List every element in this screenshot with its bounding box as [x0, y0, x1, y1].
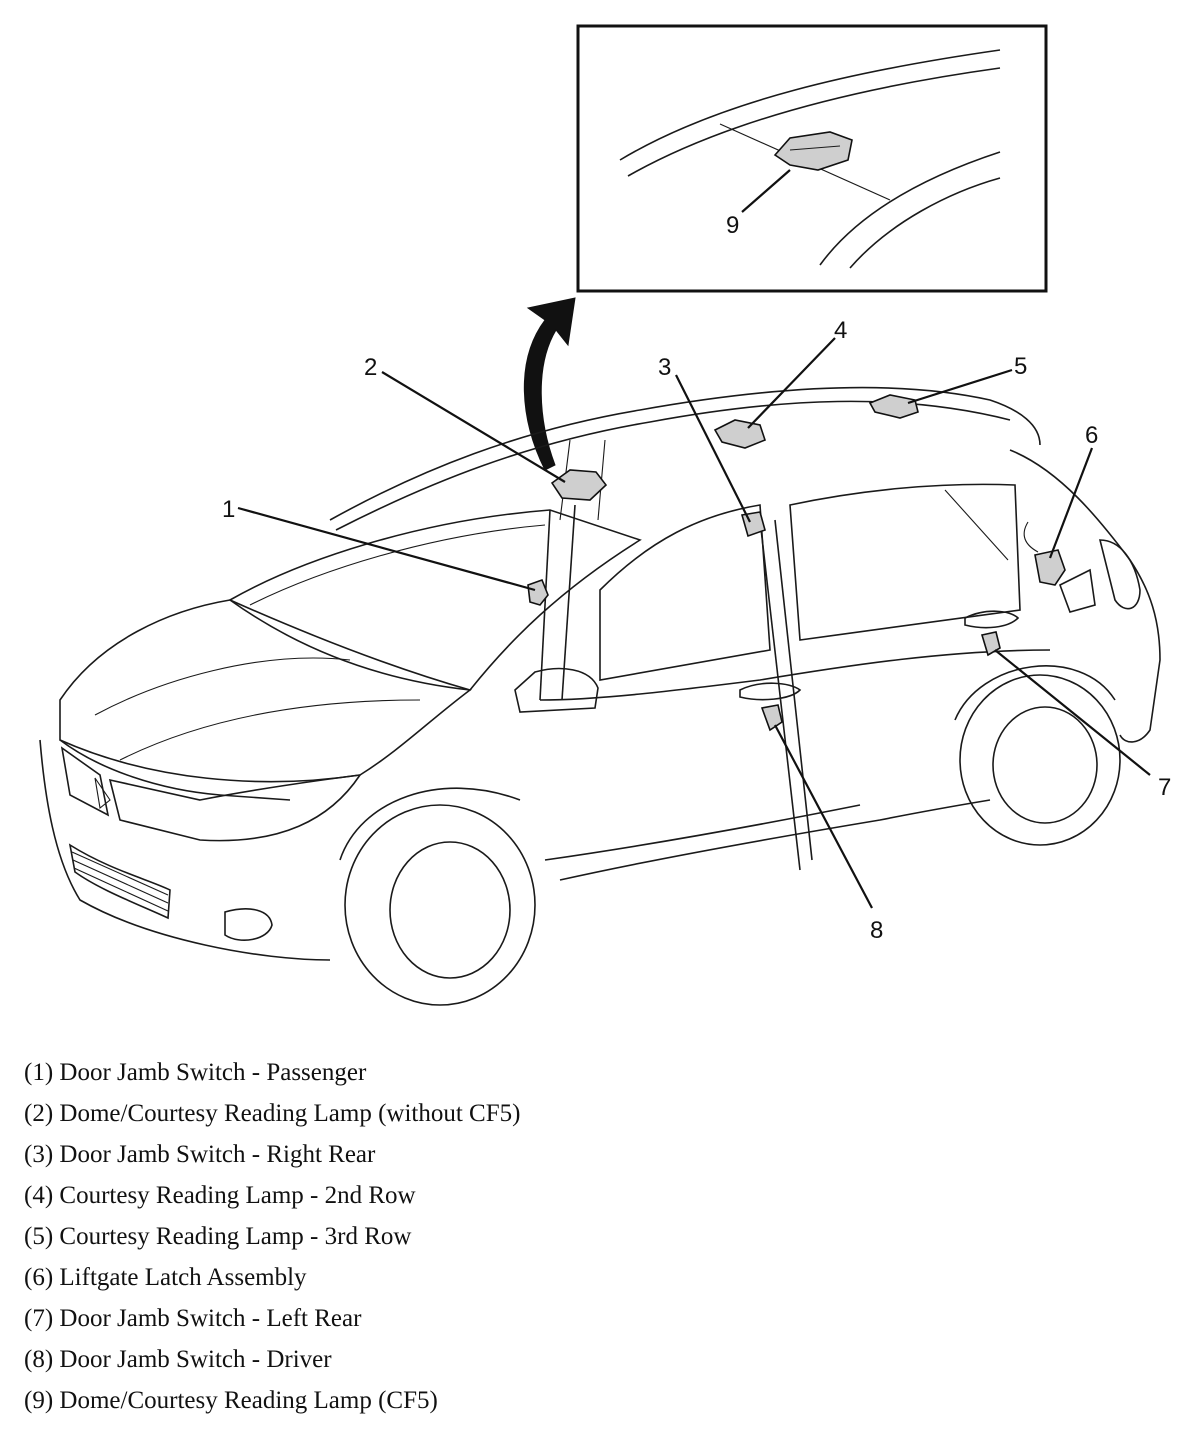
callout-5: 5 [1014, 353, 1027, 380]
legend-item: (3) Door Jamb Switch - Right Rear [24, 1141, 376, 1168]
dome-lamp-cf5-part [773, 131, 853, 171]
callout-3: 3 [658, 354, 671, 381]
component-legend: (1) Door Jamb Switch - Passenger (2) Dom… [24, 1052, 520, 1421]
legend-item: (4) Courtesy Reading Lamp - 2nd Row [24, 1182, 416, 1209]
door-jamb-switch-driver [760, 704, 783, 732]
dome-lamp-part [550, 469, 608, 501]
component-parts [527, 394, 1066, 732]
legend-item: (6) Liftgate Latch Assembly [24, 1264, 307, 1291]
callout-4: 4 [834, 317, 847, 344]
vehicle-component-diagram: 1 2 3 4 5 6 7 8 9 [39, 24, 1171, 1006]
legend-item: (8) Door Jamb Switch - Driver [24, 1346, 332, 1373]
reading-lamp-2nd-row-part [713, 419, 766, 449]
reading-lamp-3rd-row-part [868, 394, 919, 419]
callout-8: 8 [870, 917, 883, 944]
liftgate-latch-part [1034, 549, 1066, 586]
door-jamb-switch-passenger [527, 578, 549, 606]
door-jamb-switch-left-rear [980, 631, 1001, 657]
vehicle-outline [39, 386, 1161, 1006]
legend-item: (5) Courtesy Reading Lamp - 3rd Row [24, 1223, 412, 1250]
callout-9: 9 [726, 212, 739, 239]
leader-lines [237, 337, 1151, 909]
legend-item: (1) Door Jamb Switch - Passenger [24, 1059, 367, 1086]
callout-7: 7 [1158, 774, 1171, 801]
callout-6: 6 [1085, 422, 1098, 449]
inset-detail [576, 24, 1048, 293]
legend-item: (7) Door Jamb Switch - Left Rear [24, 1305, 362, 1332]
legend-item: (2) Dome/Courtesy Reading Lamp (without … [24, 1100, 521, 1127]
legend-item: (9) Dome/Courtesy Reading Lamp (CF5) [24, 1387, 438, 1414]
callout-numbers: 1 2 3 4 5 6 7 8 9 [222, 212, 1171, 944]
inset-arrow [523, 297, 576, 471]
callout-2: 2 [364, 354, 377, 381]
callout-1: 1 [222, 496, 235, 523]
